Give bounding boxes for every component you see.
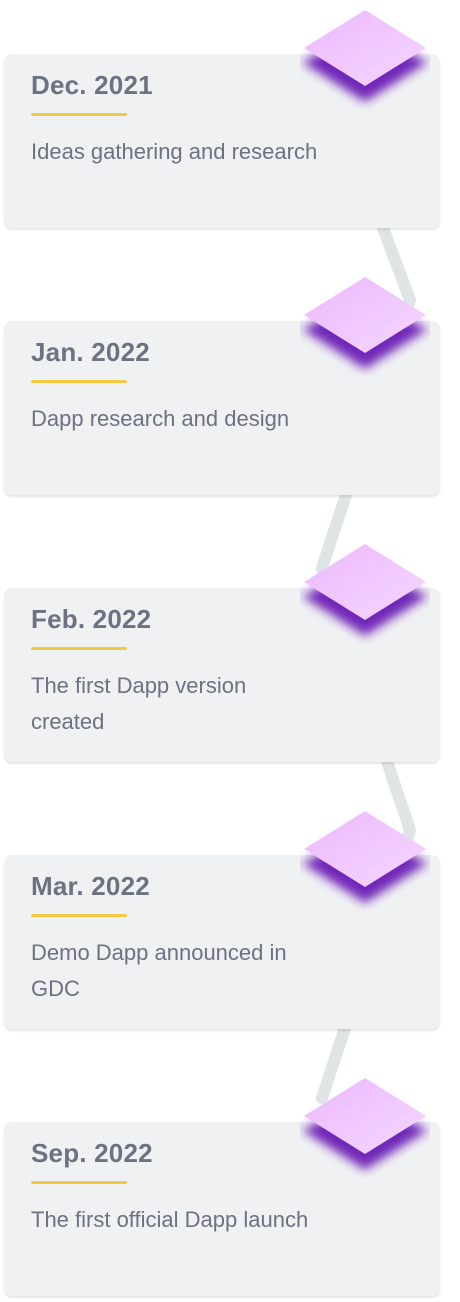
purple-gem-icon xyxy=(302,811,428,903)
purple-gem-icon xyxy=(302,544,428,636)
date-underline xyxy=(31,647,127,650)
purple-gem-icon xyxy=(302,1078,428,1170)
milestone-date: Dec. 2021 xyxy=(31,70,153,100)
milestone-description: The first official Dapp launch xyxy=(31,1207,309,1232)
milestone-date: Mar. 2022 xyxy=(31,871,150,901)
milestone-date: Jan. 2022 xyxy=(31,337,150,367)
milestone-date: Sep. 2022 xyxy=(31,1138,153,1168)
purple-gem-icon xyxy=(302,277,428,369)
milestone-card: Mar. 2022 Demo Dapp announced in GDC xyxy=(4,855,440,1029)
purple-gem-icon xyxy=(302,10,428,102)
milestone-description: Dapp research and design xyxy=(31,406,290,431)
date-underline xyxy=(31,1181,127,1184)
milestone-description: Ideas gathering and research xyxy=(31,139,318,164)
milestone-description: The first Dapp version created xyxy=(31,673,247,734)
date-underline xyxy=(31,914,127,917)
date-underline xyxy=(31,380,127,383)
milestone-date: Feb. 2022 xyxy=(31,604,152,634)
date-underline xyxy=(31,113,127,116)
milestone-description: Demo Dapp announced in GDC xyxy=(31,940,287,1001)
